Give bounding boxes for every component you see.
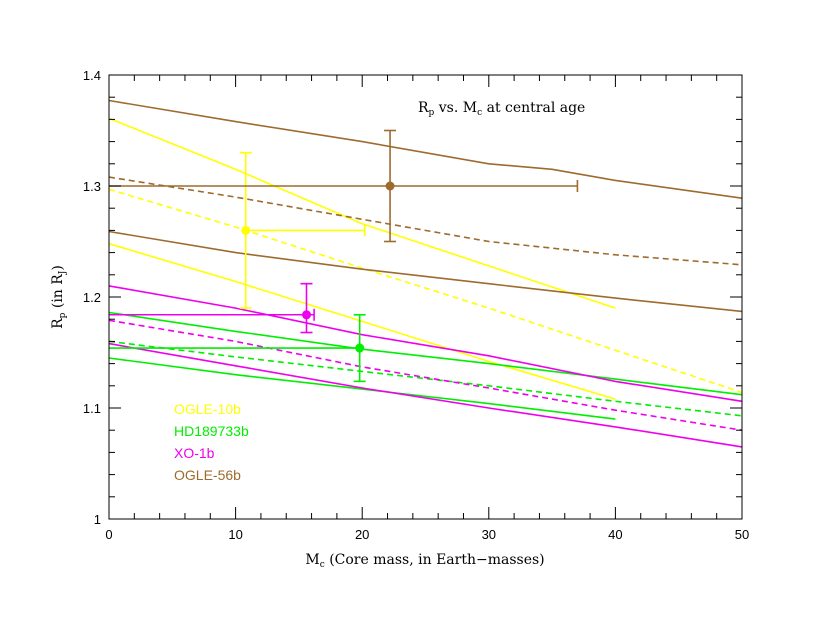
data-points-layer (109, 129, 579, 383)
series-line (108, 117, 616, 309)
series-line (108, 188, 743, 394)
y-axis-title: Rp (in RJ) (50, 265, 68, 329)
x-tick-label: 10 (228, 527, 242, 542)
x-axis-title-subscript: c (320, 560, 325, 570)
data-point (301, 310, 311, 320)
y-axis-title-tail: ) (50, 265, 66, 270)
annotation-subscript: p (429, 108, 435, 118)
series-line (108, 311, 743, 396)
series-line (108, 242, 616, 400)
y-tick-label: 1 (94, 512, 101, 527)
series-line (108, 285, 743, 403)
x-axis-title-main: M (305, 552, 319, 568)
y-tick-label: 1.3 (83, 179, 101, 194)
legend-label: OGLE-10b (174, 401, 241, 417)
series-line (108, 176, 743, 266)
x-axis-title-tail: (Core mass, in Earth−masses) (325, 552, 545, 568)
legend-label: HD189733b (174, 423, 249, 439)
annotation-mid: vs. M (434, 100, 477, 116)
x-axis-title: Mc (Core mass, in Earth−masses) (305, 552, 544, 570)
y-tick-label: 1.2 (83, 290, 101, 305)
axis-tick-labels: 0 10 20 30 40 50 1 1.1 1.2 1.3 1.4 (83, 68, 749, 542)
x-tick-label: 30 (482, 527, 496, 542)
chart-annotation: Rp vs. Mc at central age (418, 100, 585, 118)
y-tick-label: 1.1 (83, 401, 101, 416)
data-point (355, 343, 365, 353)
series-line (108, 340, 743, 417)
series-line (108, 99, 743, 199)
x-tick-label: 0 (105, 527, 112, 542)
y-axis-title-subscript-2: J (58, 270, 68, 275)
x-tick-label: 20 (355, 527, 369, 542)
series-line (108, 319, 743, 431)
y-axis-title-subscript: p (58, 312, 68, 318)
series-layer (108, 99, 743, 448)
series-line (108, 342, 743, 448)
annotation-tail: at central age (482, 100, 585, 116)
legend-label: XO-1b (174, 445, 215, 461)
annotation-main: R (418, 100, 429, 116)
series-line (108, 357, 616, 420)
y-tick-label: 1.4 (83, 68, 101, 83)
data-point (385, 181, 395, 191)
axis-ticks (108, 74, 743, 520)
data-point (241, 225, 251, 235)
y-axis-title-mid: (in R (50, 274, 66, 313)
series-line (108, 230, 743, 313)
x-tick-label: 40 (608, 527, 622, 542)
annotation-subscript-2: c (477, 108, 482, 118)
x-tick-label: 50 (735, 527, 749, 542)
legend-label: OGLE-56b (174, 467, 241, 483)
y-axis-title-main: R (50, 318, 66, 329)
